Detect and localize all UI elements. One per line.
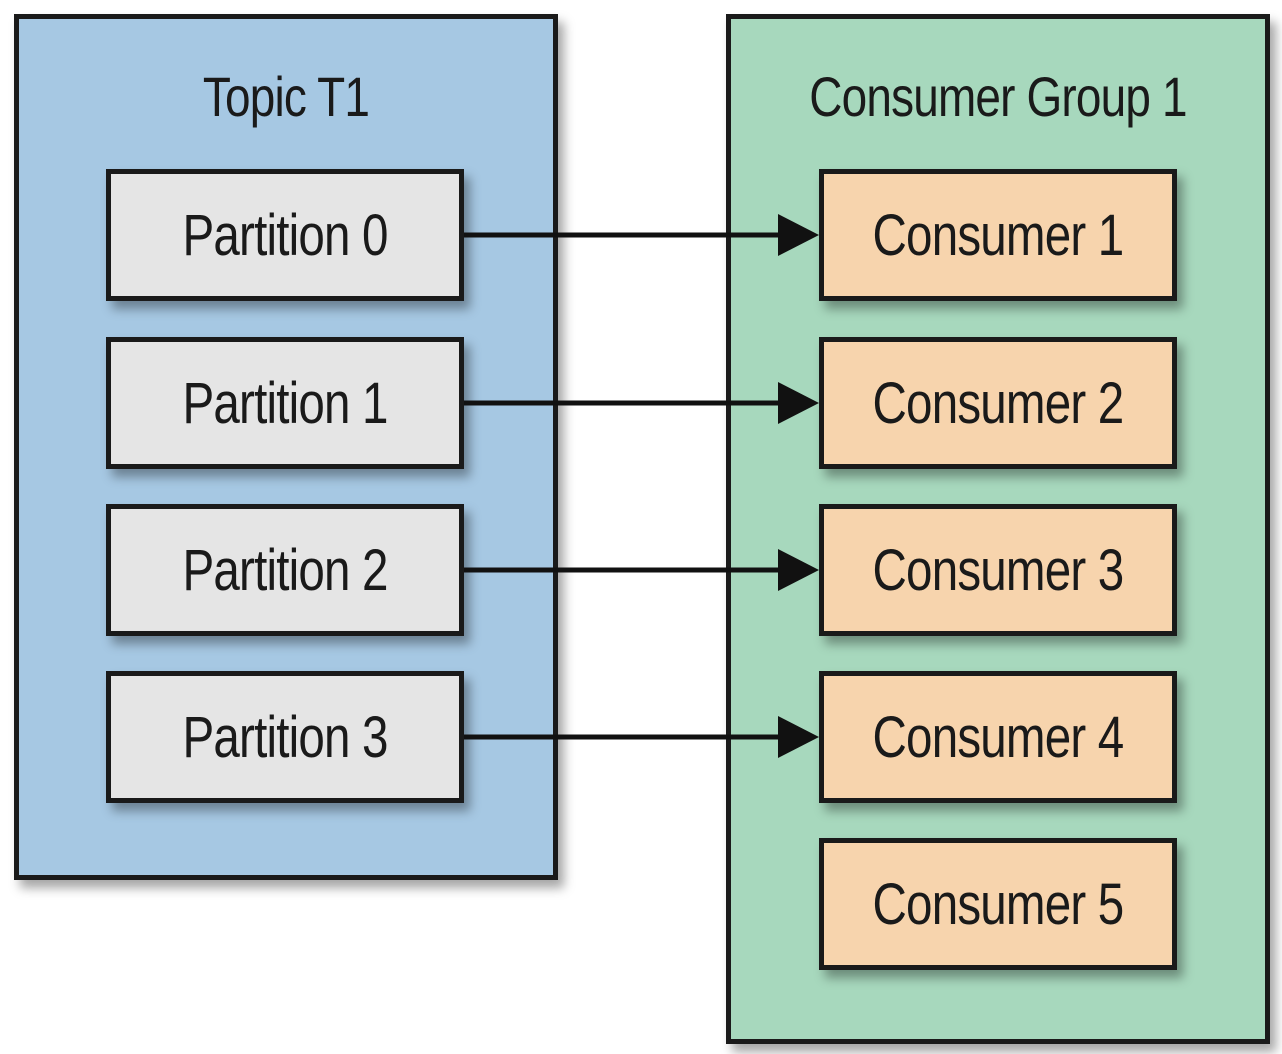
partition-2-box: Partition 2 — [106, 504, 464, 636]
topic-title: Topic T1 — [202, 65, 370, 128]
partition-3-box: Partition 3 — [106, 671, 464, 803]
consumer-2-label: Consumer 2 — [872, 370, 1125, 436]
consumer-4-box: Consumer 4 — [819, 671, 1177, 803]
consumer-2-box: Consumer 2 — [819, 337, 1177, 469]
partition-2-label: Partition 2 — [182, 537, 388, 603]
partition-0-box: Partition 0 — [106, 169, 464, 301]
consumer-group-title: Consumer Group 1 — [809, 65, 1187, 128]
partition-3-label: Partition 3 — [182, 704, 388, 770]
consumer-5-box: Consumer 5 — [819, 838, 1177, 970]
partition-1-label: Partition 1 — [182, 370, 388, 436]
partition-1-box: Partition 1 — [106, 337, 464, 469]
consumer-3-box: Consumer 3 — [819, 504, 1177, 636]
consumer-5-label: Consumer 5 — [872, 871, 1125, 937]
consumer-3-label: Consumer 3 — [872, 537, 1125, 603]
partition-0-label: Partition 0 — [182, 202, 388, 268]
consumer-1-box: Consumer 1 — [819, 169, 1177, 301]
consumer-4-label: Consumer 4 — [872, 704, 1125, 770]
consumer-1-label: Consumer 1 — [872, 202, 1125, 268]
